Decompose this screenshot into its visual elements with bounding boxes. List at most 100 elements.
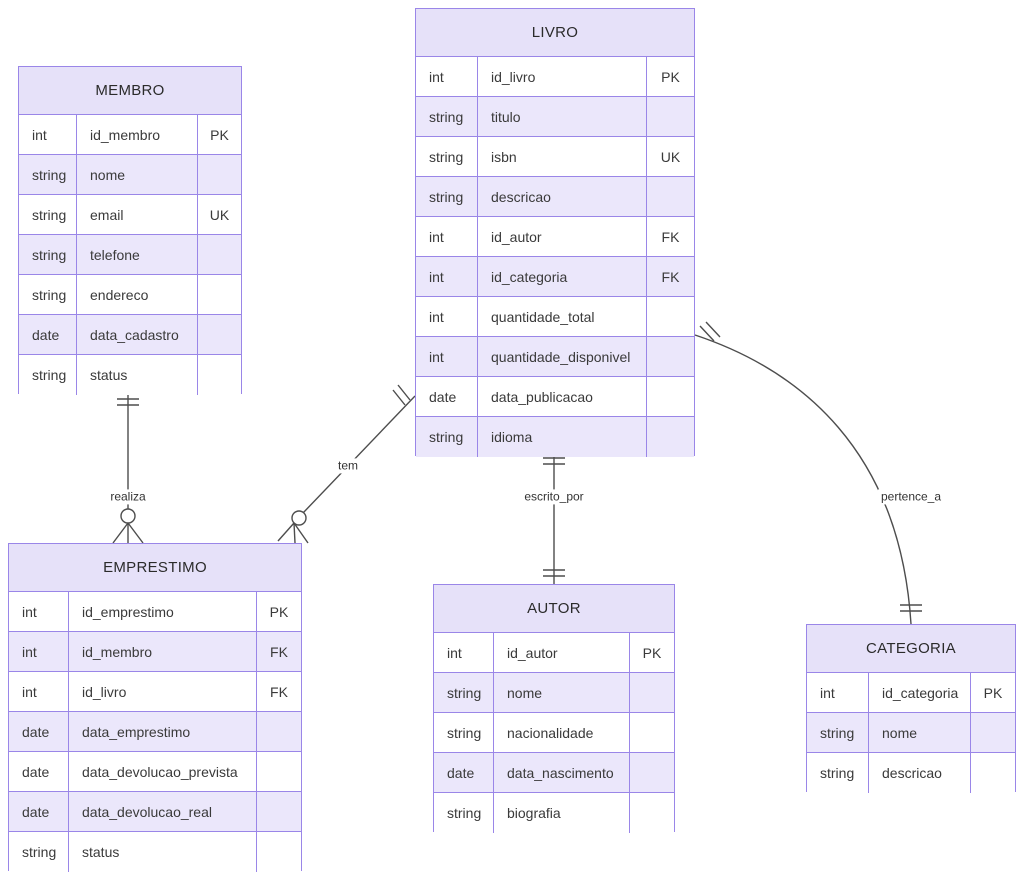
relationship-label-tem: tem: [334, 458, 362, 474]
entity-title-emprestimo: EMPRESTIMO: [9, 544, 301, 592]
attribute-name: id_livro: [69, 672, 257, 711]
attribute-key: [198, 155, 241, 194]
attribute-name: descricao: [869, 753, 971, 793]
attribute-key: [647, 177, 694, 216]
relationship-label-realiza: realiza: [107, 489, 149, 505]
attribute-key: [257, 712, 301, 751]
entity-title-categoria: CATEGORIA: [807, 625, 1015, 673]
attribute-key: FK: [270, 643, 288, 660]
attribute-name: id_categoria: [478, 257, 647, 296]
attribute-type: int: [416, 257, 478, 296]
attribute-type: int: [9, 632, 69, 671]
attribute-key: [971, 753, 1015, 793]
attribute-type: int: [416, 297, 478, 336]
attribute-name: nome: [494, 673, 630, 712]
attribute-key: FK: [661, 268, 680, 285]
attribute-key: [198, 275, 241, 314]
attribute-name: telefone: [77, 235, 198, 274]
attribute-name: data_cadastro: [77, 315, 198, 354]
attribute-key: [257, 752, 301, 791]
connector-pertence-a: [695, 322, 922, 624]
attribute-name: id_autor: [494, 633, 630, 672]
attribute-type: string: [434, 793, 494, 833]
attribute-name: quantidade_disponivel: [478, 337, 647, 376]
attribute-type: date: [9, 792, 69, 831]
attribute-name: id_autor: [478, 217, 647, 256]
attribute-type: string: [19, 355, 77, 395]
attribute-type: string: [434, 713, 494, 752]
attribute-key: [630, 793, 674, 833]
attribute-type: string: [19, 155, 77, 194]
attribute-key: UK: [209, 206, 230, 223]
attribute-name: data_emprestimo: [69, 712, 257, 751]
entity-title-membro: MEMBRO: [19, 67, 241, 115]
attribute-type: string: [9, 832, 69, 872]
attribute-name: biografia: [494, 793, 630, 833]
attribute-key: [647, 417, 694, 457]
attribute-key: FK: [661, 228, 680, 245]
attribute-name: id_membro: [69, 632, 257, 671]
attribute-type: int: [434, 633, 494, 672]
attribute-name: data_devolucao_prevista: [69, 752, 257, 791]
attribute-name: nacionalidade: [494, 713, 630, 752]
attribute-name: id_livro: [478, 57, 647, 96]
attribute-key: [630, 673, 674, 712]
attribute-type: int: [416, 217, 478, 256]
entity-title-livro: LIVRO: [416, 9, 694, 57]
attribute-name: data_publicacao: [478, 377, 647, 416]
attribute-type: int: [807, 673, 869, 712]
attribute-key: FK: [270, 683, 288, 700]
attribute-type: string: [807, 713, 869, 752]
attribute-key: [630, 713, 674, 752]
attribute-key: UK: [660, 148, 681, 165]
attribute-name: endereco: [77, 275, 198, 314]
attribute-key: [647, 97, 694, 136]
attribute-key: [647, 377, 694, 416]
attribute-key: PK: [661, 68, 680, 85]
attribute-type: int: [9, 672, 69, 711]
attribute-name: isbn: [478, 137, 647, 176]
attribute-key: [198, 315, 241, 354]
attribute-name: email: [77, 195, 198, 234]
attribute-type: string: [434, 673, 494, 712]
attribute-type: int: [19, 115, 77, 154]
